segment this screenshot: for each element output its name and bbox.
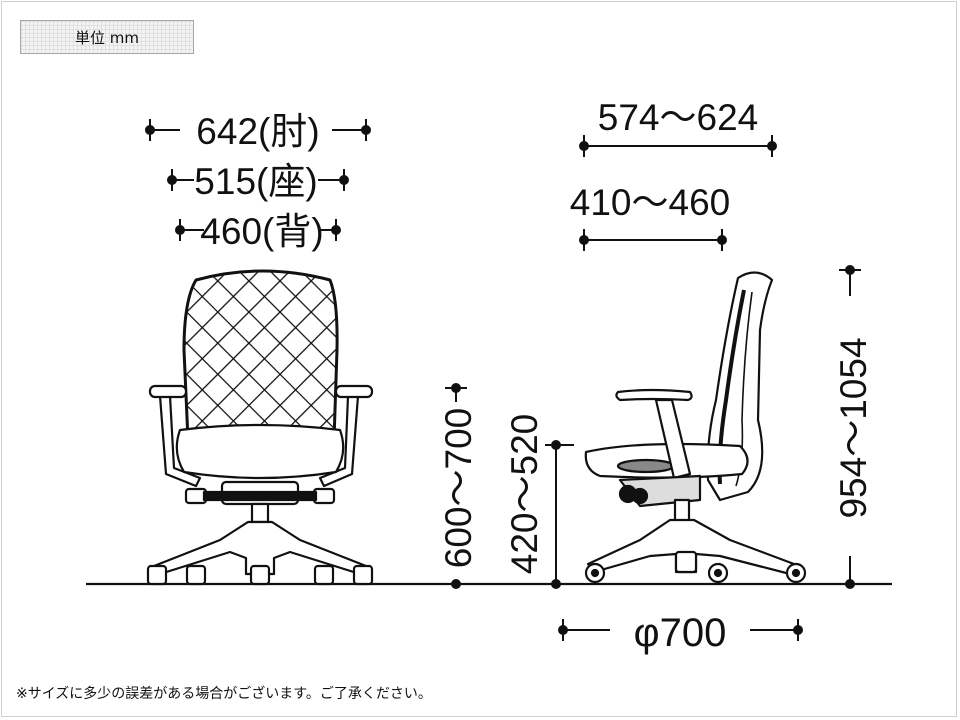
seat-height-label: 420〜520: [504, 414, 545, 574]
side-dimension-lines: [558, 135, 861, 641]
side-depth-overall-label: 574〜624: [598, 97, 758, 138]
chair-front-view: [146, 269, 374, 586]
armrest-height-label: 600〜700: [438, 408, 479, 568]
base-diameter-label: φ700: [634, 611, 727, 655]
side-seat-depth-label: 410〜460: [570, 182, 730, 223]
chair-side-view: [584, 271, 807, 584]
overall-height-label: 954〜1054: [833, 337, 874, 518]
footnote: ※サイズに多少の誤差がある場合がございます。ご了承ください。: [16, 686, 432, 702]
side-backrest: [706, 271, 774, 502]
seat-cushion: [175, 423, 345, 480]
front-dimension-lines: [145, 119, 371, 241]
backrest-mesh: [182, 269, 339, 442]
front-seat-width-label: 515(座): [194, 161, 317, 202]
front-armrest-width-label: 642(肘): [196, 111, 319, 152]
unit-label: 単位 mm: [20, 20, 194, 54]
front-back-width-label: 460(背): [200, 211, 323, 252]
height-dimension-lines: [445, 383, 574, 589]
